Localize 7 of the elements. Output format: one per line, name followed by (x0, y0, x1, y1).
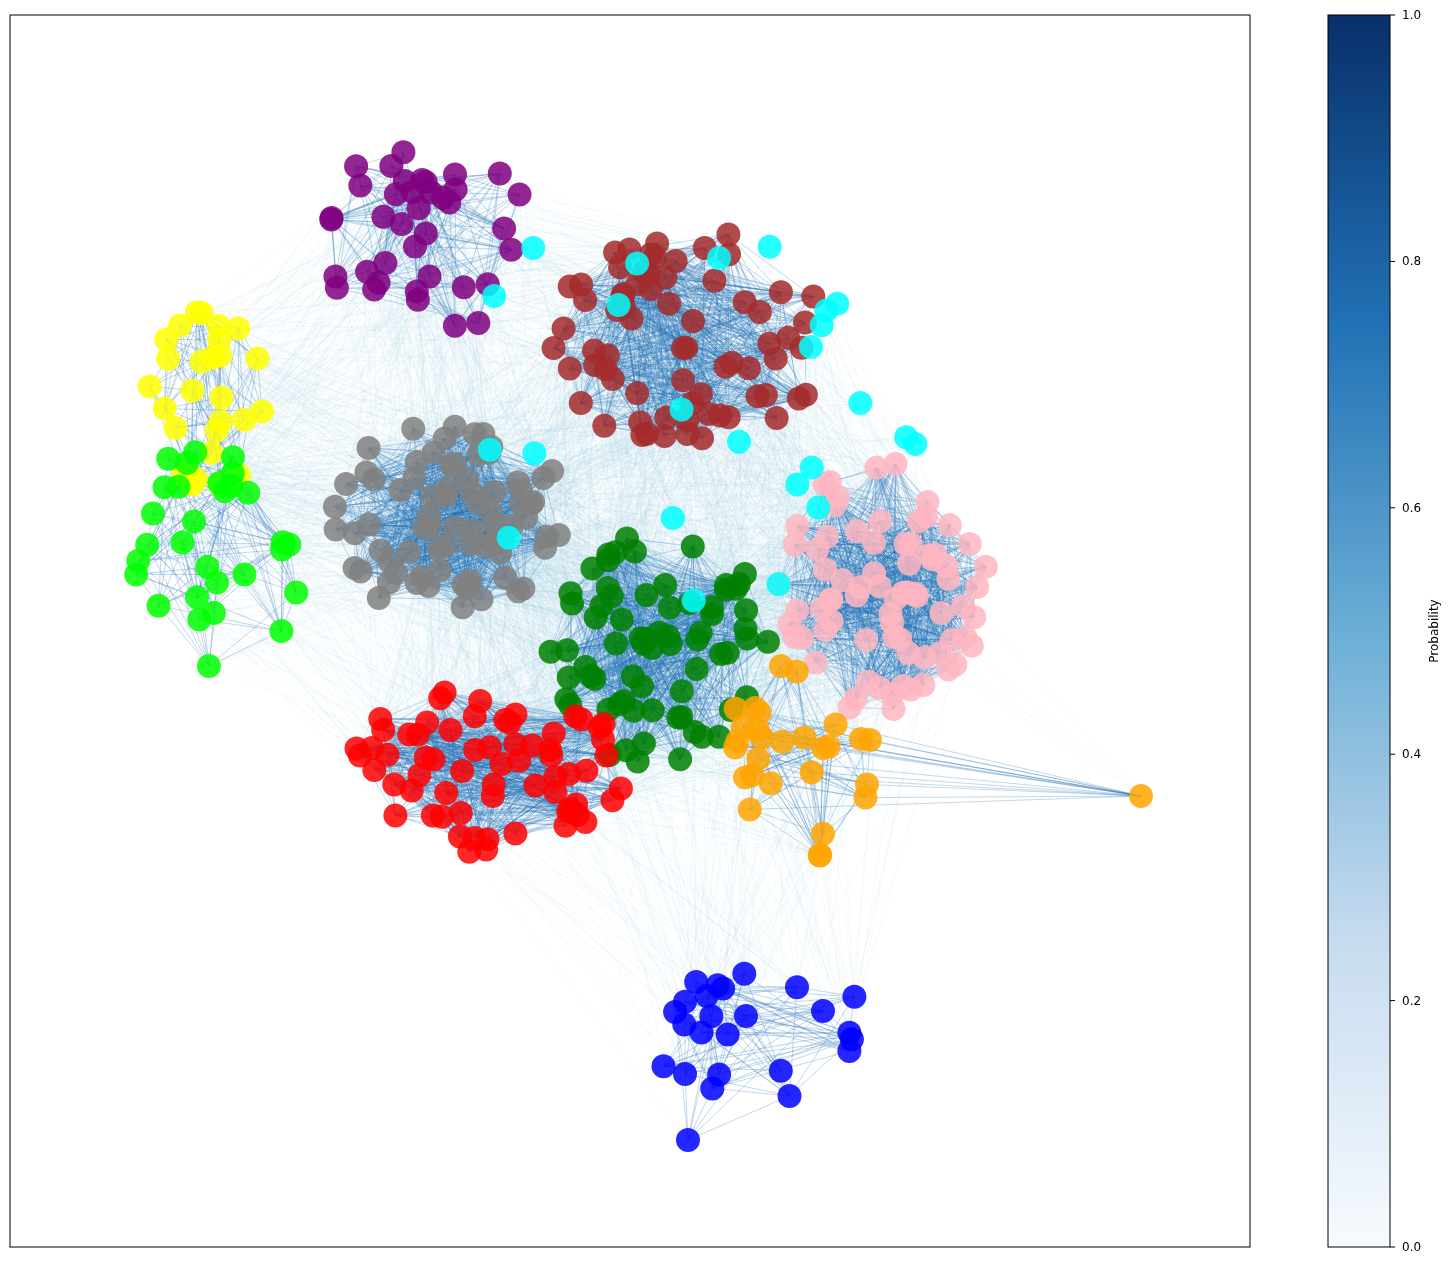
tick-label: 0.2 (1402, 993, 1422, 1008)
tick-label: 0.6 (1402, 500, 1422, 515)
tick-label: 0.4 (1402, 747, 1422, 762)
axis-title: Probability (1426, 599, 1441, 663)
tick-label: 1.0 (1402, 8, 1422, 22)
tick-label: 0.8 (1402, 254, 1422, 269)
tick-label: 0.0 (1402, 1240, 1422, 1254)
